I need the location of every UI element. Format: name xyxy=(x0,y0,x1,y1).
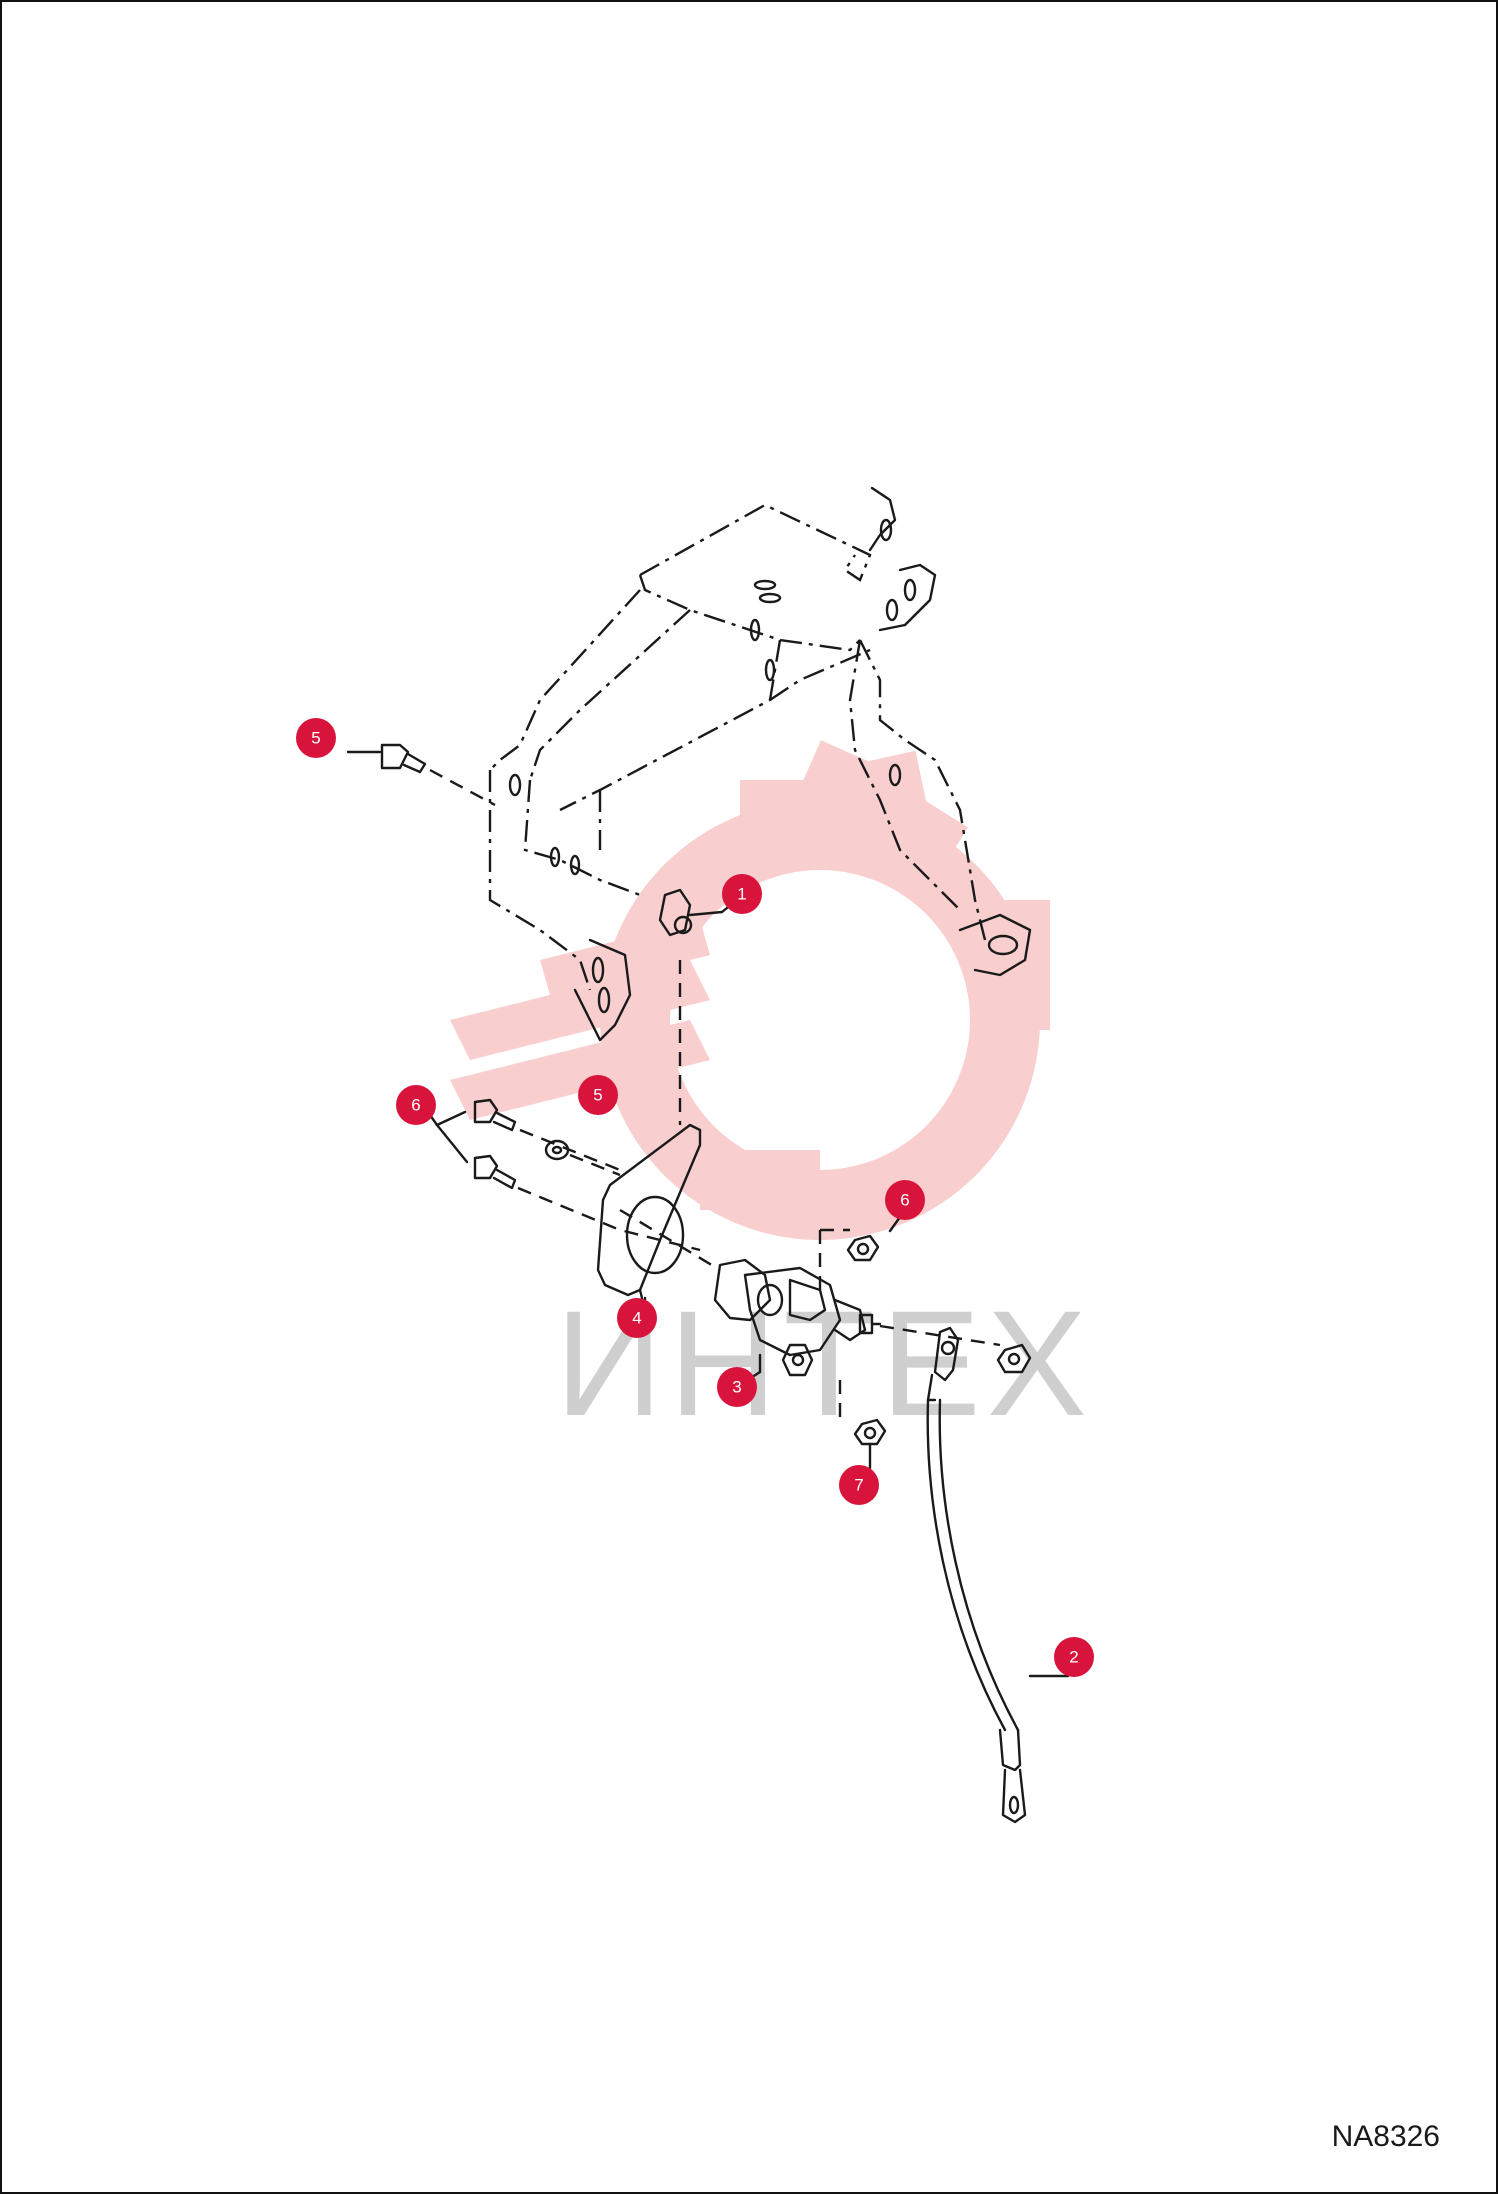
upper-bolt xyxy=(346,743,496,807)
clip-nut xyxy=(658,888,724,937)
callout-2: 2 xyxy=(1054,1637,1094,1677)
mounting-plate xyxy=(596,960,721,1312)
callout-7-lower: 7 xyxy=(839,1465,879,1505)
callout-5: 5 xyxy=(578,1075,618,1115)
battery-cable xyxy=(926,1326,1070,1824)
mounting-bracket xyxy=(488,486,1032,1042)
callout-6-lower: 6 xyxy=(396,1085,436,1125)
callout-3: 3 xyxy=(717,1367,757,1407)
hex-nuts xyxy=(846,1234,1032,1470)
svg-text:4: 4 xyxy=(632,1309,641,1328)
svg-text:7: 7 xyxy=(854,1476,863,1495)
callout-7-upper: 6 xyxy=(885,1180,925,1220)
drawing-code-label: NA8326 xyxy=(1331,2120,1440,2153)
svg-text:5: 5 xyxy=(593,1086,602,1105)
svg-text:6: 6 xyxy=(411,1096,420,1115)
callout-1: 1 xyxy=(722,874,762,914)
svg-text:6: 6 xyxy=(900,1191,909,1210)
watermark-logo xyxy=(450,740,1050,1240)
svg-text:5: 5 xyxy=(311,729,320,748)
svg-text:1: 1 xyxy=(737,885,746,904)
callout-6-upper: 5 xyxy=(296,718,336,758)
svg-text:3: 3 xyxy=(732,1378,741,1397)
disconnect-switch xyxy=(713,1228,1001,1420)
washer xyxy=(544,1139,621,1177)
callout-4: 4 xyxy=(617,1298,657,1338)
svg-text:2: 2 xyxy=(1069,1648,1078,1667)
lower-bolts xyxy=(435,1098,701,1252)
